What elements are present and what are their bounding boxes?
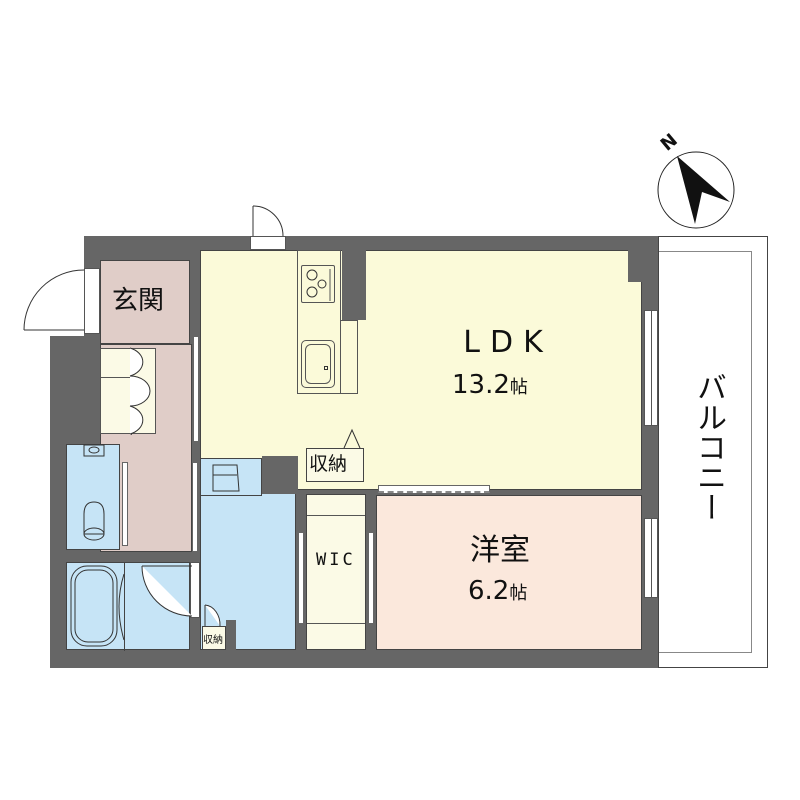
bath-door-swing-icon (141, 565, 193, 617)
washbasin (200, 458, 262, 496)
washroom-door[interactable] (192, 462, 198, 552)
wic-door-right[interactable] (368, 532, 374, 624)
entrance-door-swing-icon (23, 269, 85, 331)
kitchen-counter (297, 250, 341, 394)
balcony-label: バルコニー (691, 372, 726, 522)
room-ldk[interactable] (200, 250, 642, 490)
small-closet[interactable] (202, 626, 226, 650)
small-closet-door-icon (204, 604, 221, 627)
wic-label: WIC (316, 550, 356, 570)
room-wic[interactable] (306, 494, 366, 650)
shoe-cabinet-doors-icon (129, 347, 151, 435)
hall-ldk-sliding-door[interactable] (193, 336, 199, 442)
western-size-unit: 帖 (509, 583, 528, 604)
toilet-door[interactable] (122, 462, 128, 546)
closet-side-wall (226, 620, 236, 650)
ldk-size-unit: 帖 (509, 377, 528, 398)
kitchen-peninsula (340, 320, 358, 394)
stove-burners-icon (306, 269, 331, 301)
entrance-door-opening[interactable] (84, 268, 100, 334)
balcony[interactable] (658, 236, 768, 668)
room-western[interactable] (376, 495, 642, 650)
western-size: 6.2帖 (468, 578, 527, 604)
western-window[interactable] (644, 518, 658, 598)
washbasin-icon (212, 464, 240, 492)
western-sliding-door[interactable] (378, 485, 490, 493)
top-door-opening[interactable] (250, 236, 286, 250)
ldk-size: 13.2帖 (452, 372, 528, 398)
kitchen-wall-stub (342, 248, 366, 320)
bath-door-opening[interactable] (190, 562, 200, 618)
bathtub-icon (70, 565, 125, 647)
closet-door-icon (343, 428, 361, 449)
stove (301, 265, 335, 303)
closet-label: 収納 (309, 453, 348, 475)
ldk-corner-notch (628, 250, 644, 282)
western-name: 洋室 (470, 533, 530, 568)
top-door-swing-icon (252, 205, 284, 237)
room-entrance[interactable] (100, 260, 190, 344)
room-closet[interactable] (306, 448, 364, 482)
western-size-value: 6.2 (468, 576, 510, 606)
ldk-size-value: 13.2 (452, 370, 510, 400)
wic-door-left[interactable] (298, 532, 304, 624)
washroom-notch (262, 456, 298, 494)
room-toilet[interactable] (66, 444, 120, 550)
ldk-name: LDK (463, 325, 553, 360)
kitchen-sink (301, 340, 335, 388)
toilet-icon (83, 444, 105, 541)
small-closet-label: 収納 (203, 635, 223, 646)
entrance-label: 玄関 (112, 286, 165, 316)
ldk-window[interactable] (644, 310, 658, 426)
north-compass-icon (657, 151, 735, 229)
